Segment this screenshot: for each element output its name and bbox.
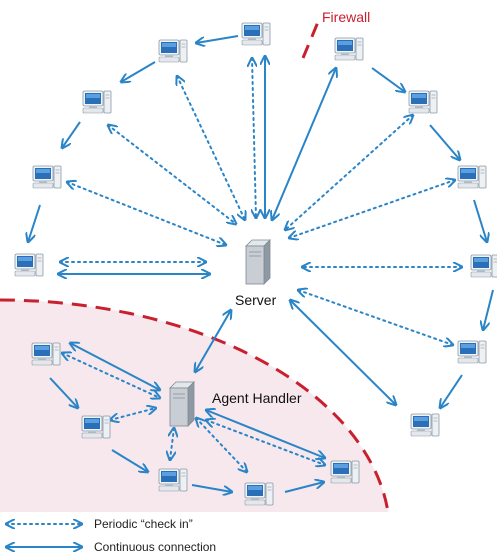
ring-link	[49, 377, 78, 408]
ring-link	[196, 35, 239, 43]
workstation-icon	[81, 415, 111, 439]
firewall-boundary	[301, 21, 320, 59]
server-tower-icon	[169, 381, 195, 427]
periodic-link	[252, 58, 256, 218]
continuous-link	[272, 68, 336, 220]
ring-link	[284, 482, 324, 493]
ring-link	[483, 289, 494, 330]
agent-handler-label: Agent Handler	[212, 390, 302, 406]
workstation-icon	[244, 482, 274, 506]
workstation-icon	[408, 90, 438, 114]
workstation-icon	[330, 460, 360, 484]
periodic-link	[298, 290, 453, 345]
workstation-icon	[470, 254, 497, 278]
workstation-icon	[410, 413, 440, 437]
workstation-icon	[457, 165, 487, 189]
firewall-zone-boundary	[0, 298, 390, 513]
ring-link	[28, 204, 41, 242]
periodic-link	[285, 115, 413, 230]
workstation-icon	[32, 165, 62, 189]
firewall-label: Firewall	[322, 9, 370, 25]
periodic-link	[108, 125, 236, 224]
continuous-link	[195, 310, 231, 372]
periodic-link	[177, 76, 245, 220]
ring-link	[191, 484, 232, 492]
workstation-icon	[31, 342, 61, 366]
ring-link	[62, 121, 81, 148]
periodic-link	[67, 182, 226, 245]
periodic-link	[170, 428, 174, 460]
workstation-icon	[14, 253, 44, 277]
workstation-icon	[457, 340, 487, 364]
ring-link	[371, 67, 405, 92]
server-tower-icon	[245, 239, 271, 285]
continuous-link	[206, 410, 325, 458]
periodic-link	[289, 180, 455, 238]
workstation-icon	[82, 90, 112, 114]
periodic-link	[110, 408, 156, 420]
continuous-link	[70, 343, 160, 390]
legend: Periodic “check in” Continuous connectio…	[6, 517, 216, 554]
legend-periodic-label: Periodic “check in”	[94, 517, 193, 531]
server-label: Server	[235, 292, 277, 308]
ring-link	[111, 449, 148, 472]
continuous-link	[290, 300, 396, 405]
ring-link	[429, 124, 460, 160]
workstation-icon	[158, 468, 188, 492]
ring-link	[121, 61, 156, 82]
workstation-icon	[334, 37, 364, 61]
ring-link	[440, 374, 463, 408]
workstation-icon	[158, 39, 188, 63]
legend-continuous-label: Continuous connection	[94, 540, 216, 554]
workstation-icon	[241, 22, 271, 46]
ring-link	[473, 199, 487, 242]
